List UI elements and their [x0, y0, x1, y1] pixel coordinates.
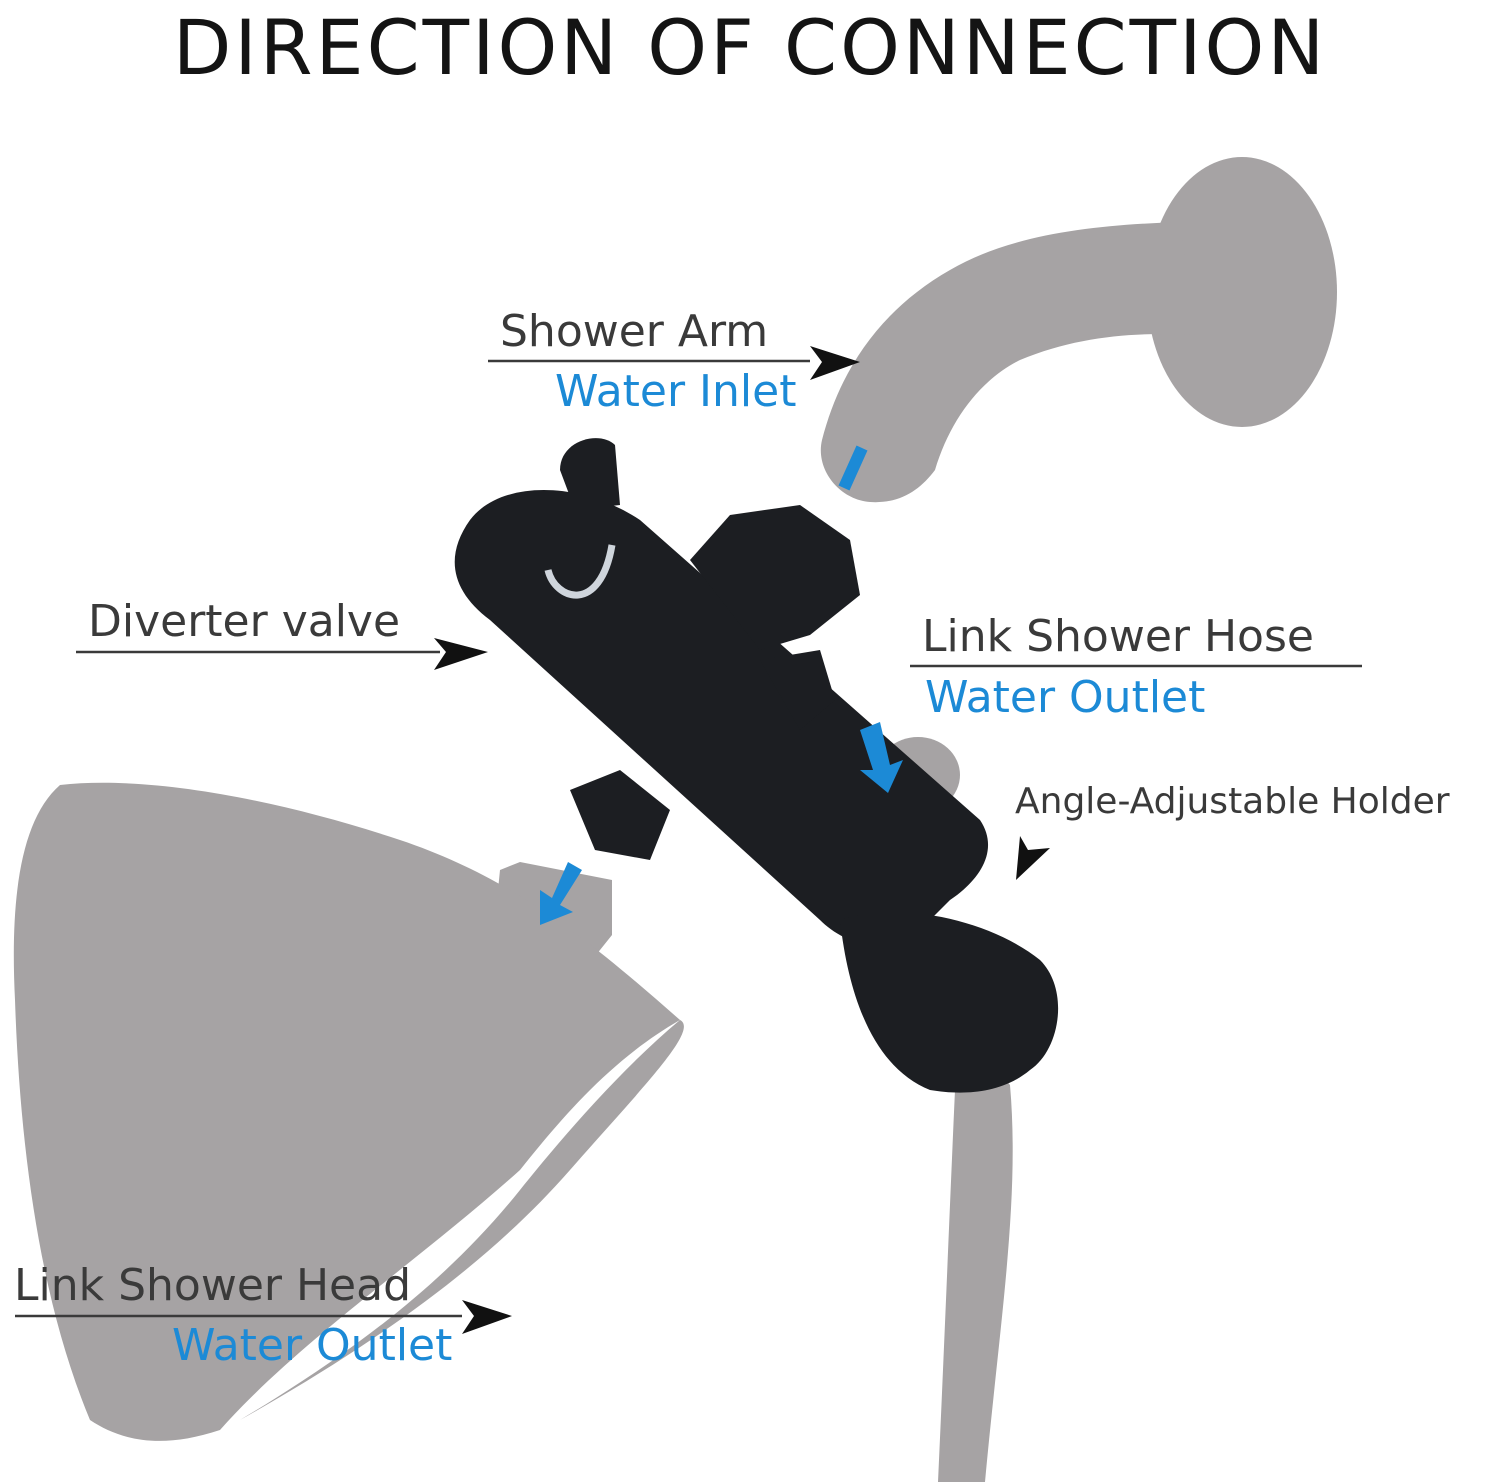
link-hose-label: Link Shower Hose: [922, 611, 1314, 662]
shower-arm-pointer: [810, 346, 860, 380]
diverter-valve-label: Diverter valve: [88, 596, 401, 647]
valve-ring: [544, 544, 616, 599]
holder-label: Angle-Adjustable Holder: [1015, 781, 1450, 822]
link-head-pointer: [462, 1300, 512, 1334]
link-head-sublabel: Water Outlet: [172, 1320, 453, 1371]
flow-arrow-head: [540, 862, 582, 925]
holder-pointer: [1016, 836, 1050, 880]
flow-arrow-hose: [860, 722, 903, 793]
link-hose-sublabel: Water Outlet: [925, 672, 1206, 723]
rain-head-illustration: [13, 782, 684, 1441]
page-title: DIRECTION OF CONNECTION: [172, 3, 1328, 92]
inlet-marker: [838, 445, 868, 491]
diverter-valve-illustration: [454, 438, 1059, 1093]
diverter-pointer: [434, 638, 488, 670]
shower-arm-label: Shower Arm: [500, 306, 769, 357]
link-head-label: Link Shower Head: [14, 1260, 412, 1311]
shower-arm-sublabel: Water Inlet: [555, 366, 797, 417]
shower-arm-illustration: [820, 157, 1337, 503]
